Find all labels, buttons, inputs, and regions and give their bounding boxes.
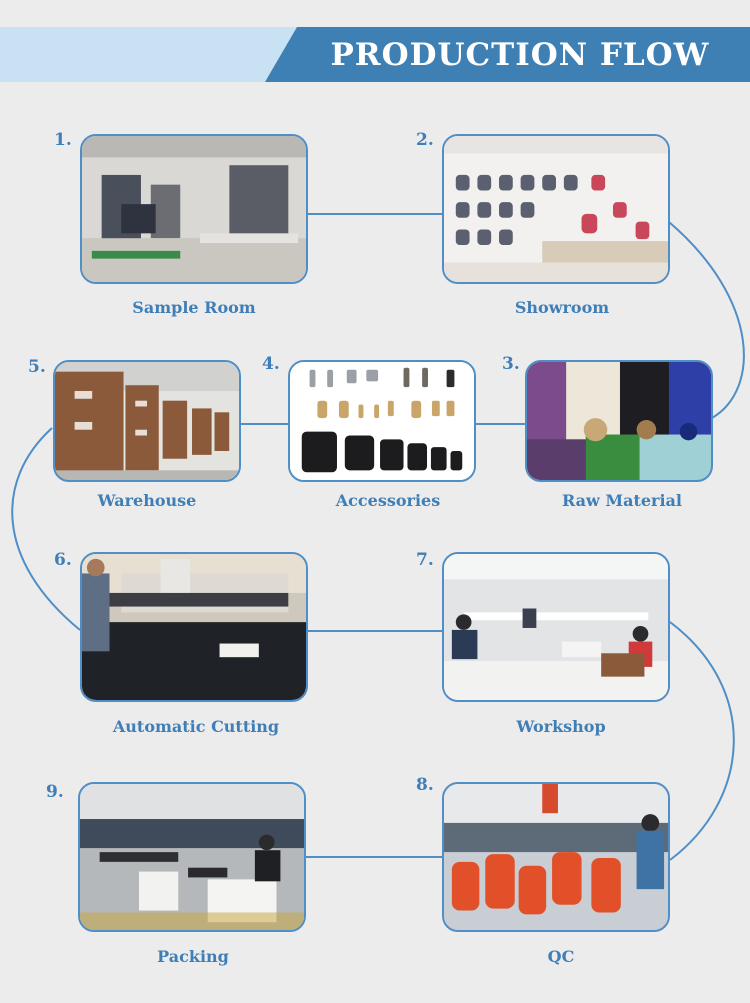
workshop-photo [442,552,670,702]
step-number-3: 3. [502,354,520,374]
warehouse-photo [53,360,241,482]
step-number-1: 1. [54,130,72,150]
step-number-7: 7. [416,550,434,570]
banner-dark-strip [265,27,750,82]
step-number-2: 2. [416,130,434,150]
step-label-4: Accessories [335,491,441,510]
showroom-photo [442,134,670,284]
step-label-7: Workshop [516,717,606,736]
qc-photo [442,782,670,932]
step-number-5: 5. [28,357,46,377]
step-label-1: Sample Room [132,298,256,317]
step-label-6: Automatic Cutting [112,717,280,736]
step-number-6: 6. [54,550,72,570]
raw-material-photo [525,360,713,482]
automatic-cutting-photo [80,552,308,702]
step-label-3: Raw Material [562,491,682,510]
step-label-9: Packing [157,947,229,966]
step-label-8: QC [547,947,575,966]
step-number-9: 9. [46,782,64,802]
page-title: PRODUCTION FLOW [330,37,710,73]
step-number-8: 8. [416,775,434,795]
step-label-5: Warehouse [97,491,197,510]
step-number-4: 4. [262,354,280,374]
sample-room-photo [80,134,308,284]
accessories-photo [288,360,476,482]
step-label-2: Showroom [514,298,610,317]
packing-photo [78,782,306,932]
